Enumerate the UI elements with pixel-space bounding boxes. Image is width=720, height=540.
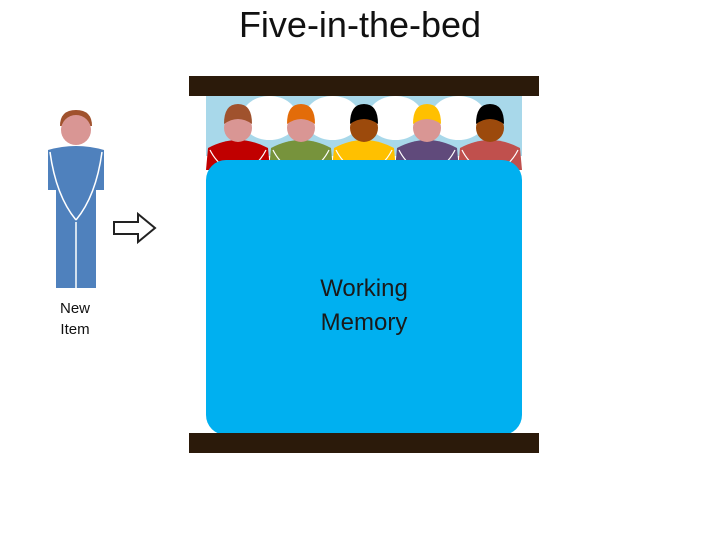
page-title: Five-in-the-bed [238,4,482,45]
occupant-head [413,114,441,142]
new-item-body [48,146,104,288]
new-item-label-line2: Item [60,321,90,338]
bed-blanket [206,160,522,435]
occupant-hair [224,104,252,124]
new-item-label-line1: New [59,300,90,317]
working-memory-label-line2: Memory [320,309,408,336]
right-arrow-icon [113,211,157,245]
bed-occupants [206,96,522,170]
occupant-head [224,114,252,142]
bed-footboard [189,433,539,453]
working-memory-label: Working Memory [264,272,464,340]
new-item-head [61,115,91,145]
occupant-hair [476,104,504,124]
occupant-head [287,114,315,142]
occupant-hair [413,104,441,124]
pillow [241,96,298,140]
working-memory-label-line1: Working [320,275,408,302]
new-item-arm-left [49,151,77,221]
bed-headboard [189,76,539,96]
pillow [430,96,487,140]
new-item-arm-right [75,151,103,221]
occupant-head [476,114,504,142]
occupant-hair [287,104,315,124]
occupant-head [350,114,378,142]
pillow [367,96,424,140]
bed [189,76,539,453]
pillow [304,96,361,140]
new-item-label: New Item [40,298,110,340]
new-item-person [48,110,104,288]
occupant-hair [350,104,378,124]
